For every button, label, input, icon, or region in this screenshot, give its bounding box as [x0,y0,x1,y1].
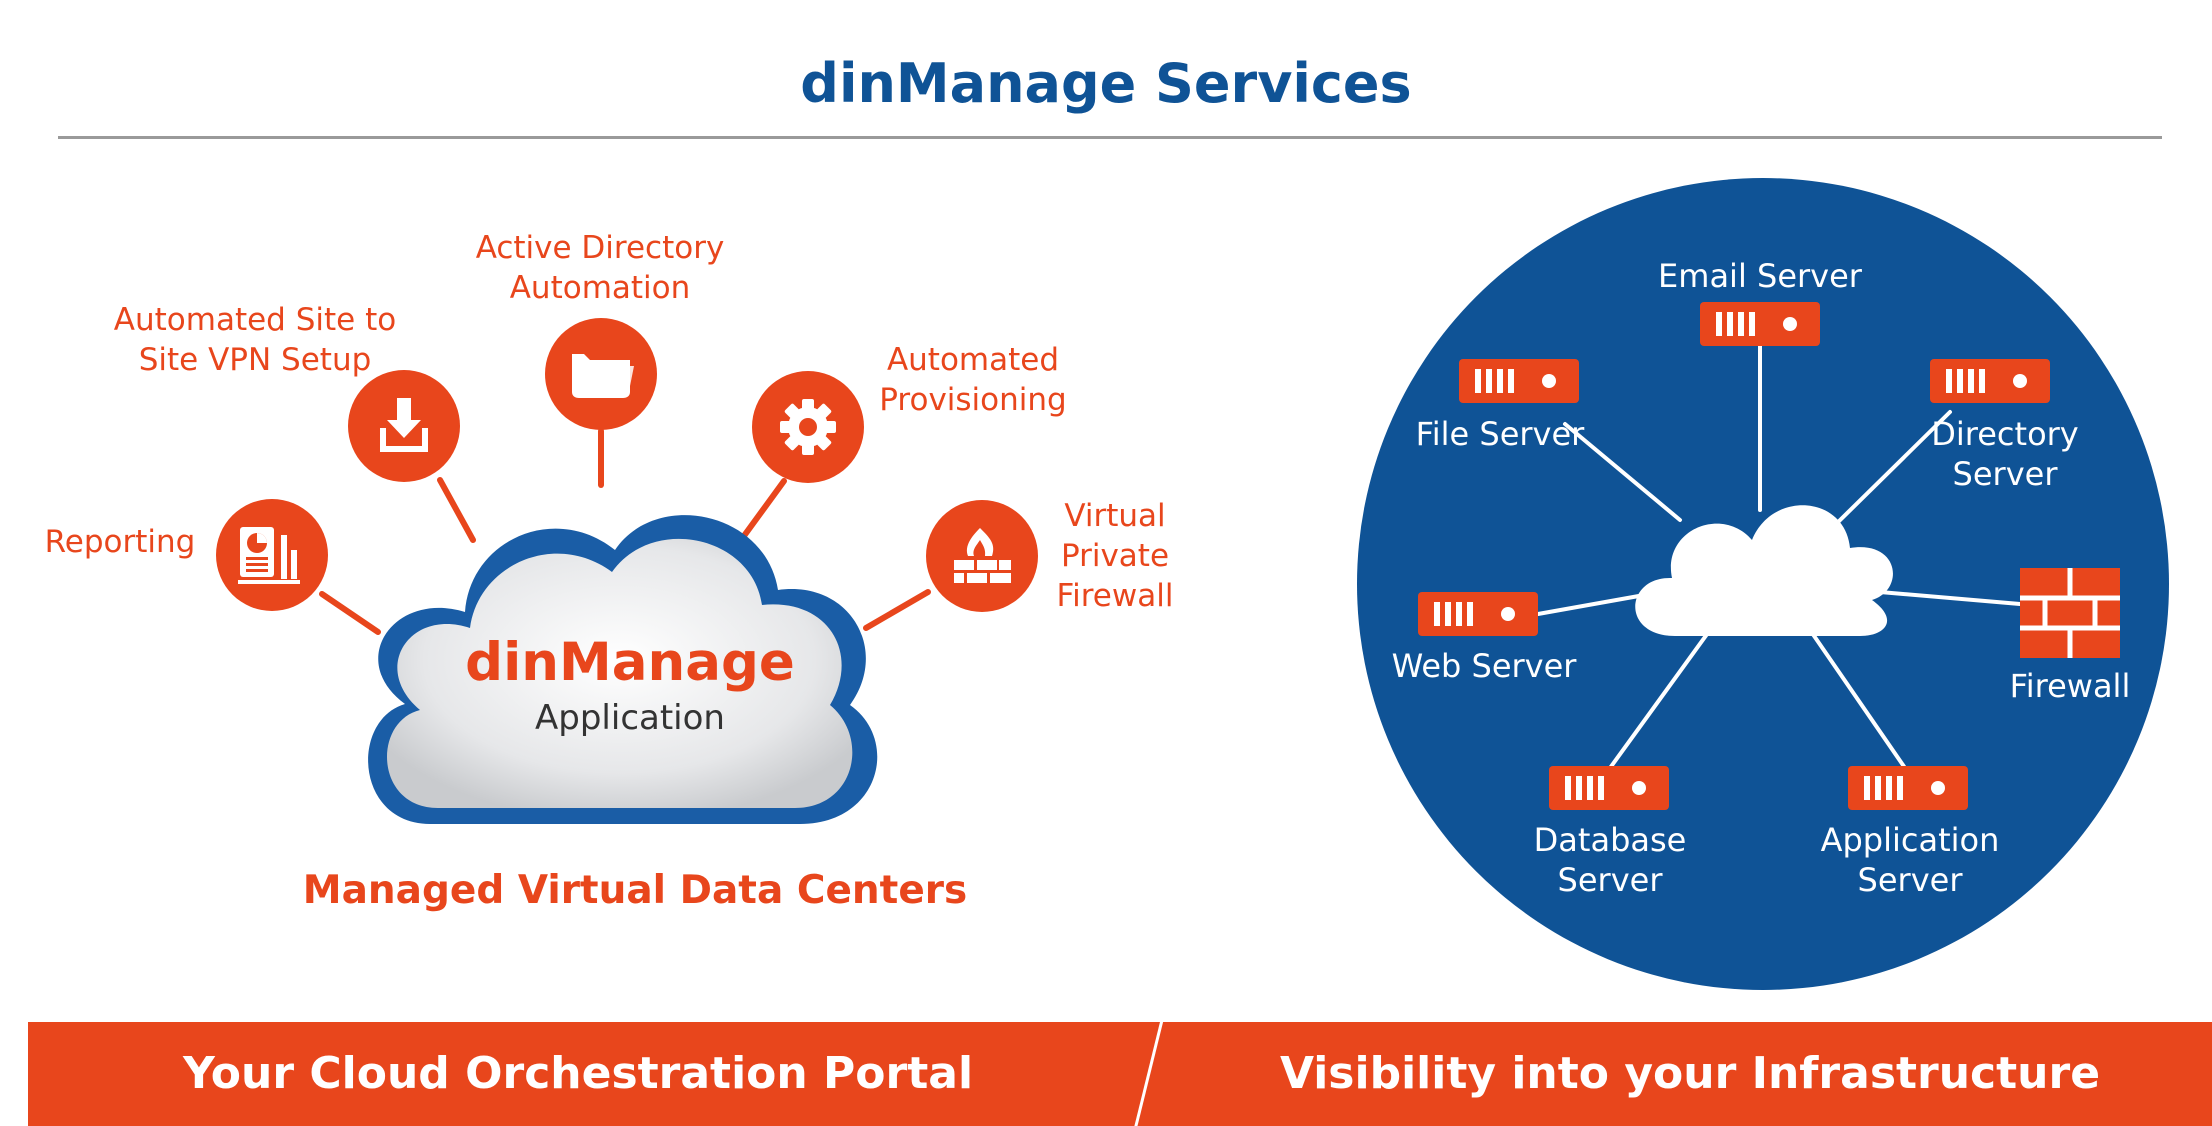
gear-icon [780,399,836,455]
reporting-label: Reporting [44,524,196,560]
firewall-label: Firewall [2009,667,2131,705]
central-cloud-icon [1635,505,1893,636]
cloud-title: dinManage [465,632,795,693]
active-directory-circle [545,318,657,430]
feature-connectors [319,428,931,635]
application-server-label: Application Server [1820,821,2000,899]
left-caption: Managed Virtual Data Centers [302,868,968,913]
web-server-label: Web Server [1391,647,1577,685]
vpn-label: Automated Site to Site VPN Setup [113,302,397,378]
cloud-subtitle: Application [535,698,725,738]
title-divider [58,136,2162,139]
banner-left-text: Your Cloud Orchestration Portal [182,1048,974,1099]
bottom-banner: Your Cloud Orchestration Portal Visibili… [28,1022,2212,1126]
web-server-icon [1418,592,1538,636]
email-server-label: Email Server [1658,257,1862,295]
provisioning-circle [752,371,864,483]
folder-icon [572,354,634,398]
banner-right-text: Visibility into your Infrastructure [1279,1048,2101,1099]
page-title: dinManage Services [800,52,1412,115]
reporting-circle [216,499,328,611]
application-server-icon [1848,766,1968,810]
brick-wall-icon [2020,568,2120,658]
provisioning-label: Automated Provisioning [879,342,1067,418]
directory-server-label: Directory Server [1931,415,2079,493]
virtual-firewall-label: Virtual Private Firewall [1056,498,1174,614]
directory-server-icon [1930,359,2050,403]
email-server-icon [1700,302,1820,346]
vpn-circle [348,370,460,482]
banner-divider [1134,1022,1164,1126]
active-directory-label: Active Directory Automation [475,230,725,306]
firewall-circle [926,500,1038,612]
dinmanage-cloud-icon [368,515,878,824]
database-server-icon [1549,766,1669,810]
file-server-label: File Server [1415,415,1585,453]
infrastructure-connectors [1536,344,2022,770]
file-server-icon [1459,359,1579,403]
report-icon [238,527,300,584]
firewall-icon [954,528,1011,583]
database-server-label: Database Server [1533,821,1687,899]
download-icon [380,398,428,452]
